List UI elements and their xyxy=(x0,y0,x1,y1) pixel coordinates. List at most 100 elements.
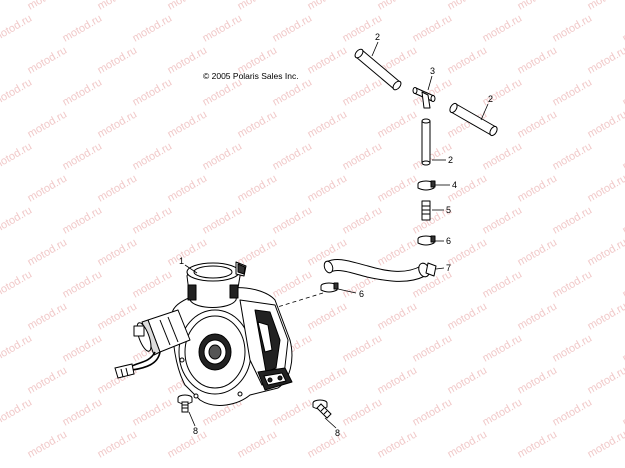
watermark-text: motod.ru xyxy=(131,204,175,236)
watermark-text: motod.ru xyxy=(306,0,350,13)
callout-hose-upper: 2 xyxy=(375,32,380,42)
watermark-text: motod.ru xyxy=(131,396,175,428)
callout-bolt-right: 8 xyxy=(335,428,340,438)
watermark-text: motod.ru xyxy=(446,236,490,268)
watermark-text: motod.ru xyxy=(26,44,70,76)
watermark-text: motod.ru xyxy=(481,140,525,172)
watermark-text: motod.ru xyxy=(61,396,105,428)
watermark-text: motod.ru xyxy=(131,12,175,44)
watermark-text: motod.ru xyxy=(446,300,490,332)
watermark-text: motod.ru xyxy=(376,300,420,332)
watermark-text: motod.ru xyxy=(0,268,34,300)
watermark-text: motod.ru xyxy=(271,12,315,44)
watermark-text: motod.ru xyxy=(26,0,70,13)
watermark-text: motod.ru xyxy=(0,204,34,236)
watermark-text: motod.ru xyxy=(411,12,455,44)
watermark-text: motod.ru xyxy=(551,140,595,172)
watermark-text: motod.ru xyxy=(166,108,210,140)
copyright-text: © 2005 Polaris Sales Inc. xyxy=(203,71,299,81)
watermark-text: motod.ru xyxy=(96,108,140,140)
watermark-text: motod.ru xyxy=(26,364,70,396)
watermark-text: motod.ru xyxy=(306,44,350,76)
watermark-text: motod.ru xyxy=(306,300,350,332)
watermark-text: motod.ru xyxy=(446,0,490,13)
watermark-text: motod.ru xyxy=(271,396,315,428)
watermark-text: motod.ru xyxy=(551,76,595,108)
watermark-text: motod.ru xyxy=(586,236,625,268)
watermark-text: motod.ru xyxy=(516,0,560,13)
bolt-right xyxy=(312,399,332,419)
callout-duct-hose: 7 xyxy=(446,263,451,273)
watermark-text: motod.ru xyxy=(551,12,595,44)
watermark-text: motod.ru xyxy=(96,300,140,332)
watermark-text: motod.ru xyxy=(481,12,525,44)
watermark-text: motod.ru xyxy=(481,204,525,236)
watermark-text: motod.ru xyxy=(271,204,315,236)
callout-motor-housing: 1 xyxy=(179,256,184,266)
callout-bolt-left: 8 xyxy=(193,426,198,436)
watermark-text: motod.ru xyxy=(341,76,385,108)
watermark-text: motod.ru xyxy=(0,12,34,44)
watermark-text: motod.ru xyxy=(166,428,210,460)
watermark-text: motod.ru xyxy=(236,0,280,13)
watermark-text: motod.ru xyxy=(586,364,625,396)
watermark-text: motod.ru xyxy=(201,12,245,44)
watermark-text: motod.ru xyxy=(96,172,140,204)
tee-fitting xyxy=(412,87,436,109)
watermark-text: motod.ru xyxy=(271,76,315,108)
hose-connector xyxy=(421,200,431,221)
watermark-text: motod.ru xyxy=(131,140,175,172)
callout-clamp-lower: 6 xyxy=(359,289,364,299)
watermark-text: motod.ru xyxy=(201,204,245,236)
watermark-text: motod.ru xyxy=(516,428,560,460)
watermark-text: motod.ru xyxy=(586,172,625,204)
watermark-text: motod.ru xyxy=(446,44,490,76)
duct-hose xyxy=(323,259,437,282)
watermark-text: motod.ru xyxy=(306,428,350,460)
watermark-text: motod.ru xyxy=(516,172,560,204)
watermark-text: motod.ru xyxy=(516,300,560,332)
watermark-text: motod.ru xyxy=(131,268,175,300)
watermark-text: motod.ru xyxy=(26,428,70,460)
motor-housing xyxy=(133,261,293,406)
watermark-text: motod.ru xyxy=(586,300,625,332)
watermark-text: motod.ru xyxy=(166,172,210,204)
leader-lines xyxy=(184,41,489,429)
hose-clamp-upper xyxy=(417,180,436,191)
watermark-text: motod.ru xyxy=(61,12,105,44)
callout-tee-fitting: 3 xyxy=(430,66,435,76)
watermark-text: motod.ru xyxy=(621,12,625,44)
watermark-text: motod.ru xyxy=(236,236,280,268)
watermark-text: motod.ru xyxy=(26,172,70,204)
watermark-text: motod.ru xyxy=(516,108,560,140)
watermark-text: motod.ru xyxy=(621,396,625,428)
watermark-text: motod.ru xyxy=(516,364,560,396)
watermark-text: motod.ru xyxy=(0,76,34,108)
watermark-text: motod.ru xyxy=(236,172,280,204)
watermark-text: motod.ru xyxy=(516,44,560,76)
watermark-text: motod.ru xyxy=(621,76,625,108)
watermark-text: motod.ru xyxy=(131,76,175,108)
watermark-text: motod.ru xyxy=(341,204,385,236)
watermark-text: motod.ru xyxy=(0,140,34,172)
watermark-text: motod.ru xyxy=(271,140,315,172)
watermark-text: motod.ru xyxy=(61,140,105,172)
hose-clamp-middle xyxy=(417,235,436,246)
watermark-text: motod.ru xyxy=(341,332,385,364)
watermark-text: motod.ru xyxy=(411,332,455,364)
watermark-text: motod.ru xyxy=(516,236,560,268)
watermark-text: motod.ru xyxy=(586,428,625,460)
watermark-text: motod.ru xyxy=(481,268,525,300)
watermark-text: motod.ru xyxy=(61,332,105,364)
watermark-text: motod.ru xyxy=(61,76,105,108)
watermark-text: motod.ru xyxy=(376,236,420,268)
watermark-text: motod.ru xyxy=(481,332,525,364)
watermark-text: motod.ru xyxy=(306,364,350,396)
watermark-text: motod.ru xyxy=(376,428,420,460)
watermark-text: motod.ru xyxy=(481,396,525,428)
wire-harness xyxy=(114,351,161,379)
watermark-text: motod.ru xyxy=(96,44,140,76)
watermark-text: motod.ru xyxy=(621,140,625,172)
